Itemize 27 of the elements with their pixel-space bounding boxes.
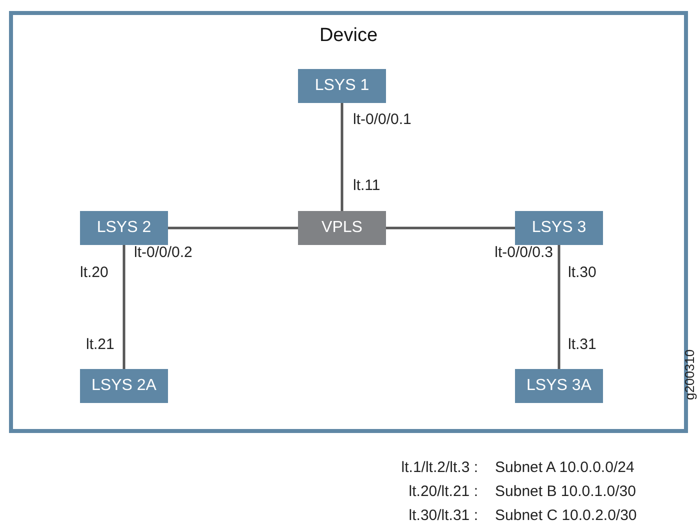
interface-label: lt.11 [353,177,380,195]
interface-label: lt.21 [86,336,114,354]
legend-text: Subnet B 10.0.1.0/30 [495,483,636,501]
legend-key: lt.1/lt.2/lt.3 : [401,459,478,477]
interface-label: lt-0/0/0.3 [494,244,553,262]
legend-text: Subnet A 10.0.0.0/24 [495,459,634,477]
connector-line [122,245,126,369]
connector-line [168,226,298,230]
vpls-box: VPLS [298,211,386,245]
lsys-box: LSYS 2 [80,211,168,245]
connector-line [340,103,344,211]
figure-id: g200310 [681,349,698,400]
interface-label: lt.31 [568,336,596,354]
legend-text: Subnet C 10.0.2.0/30 [495,507,637,525]
connector-line [386,226,515,230]
lsys-box: LSYS 1 [298,69,386,103]
interface-label: lt-0/0/0.1 [353,111,412,129]
legend-key: lt.30/lt.31 : [408,507,478,525]
interface-label: lt.20 [80,264,108,282]
connector-line [558,245,560,369]
legend-key: lt.20/lt.21 : [408,483,478,501]
lsys-box: LSYS 3A [515,369,603,403]
interface-label: lt.30 [568,264,596,282]
lsys-box: LSYS 3 [515,211,603,245]
interface-label: lt-0/0/0.2 [134,244,192,262]
device-title: Device [319,25,378,47]
lsys-box: LSYS 2A [80,369,168,403]
